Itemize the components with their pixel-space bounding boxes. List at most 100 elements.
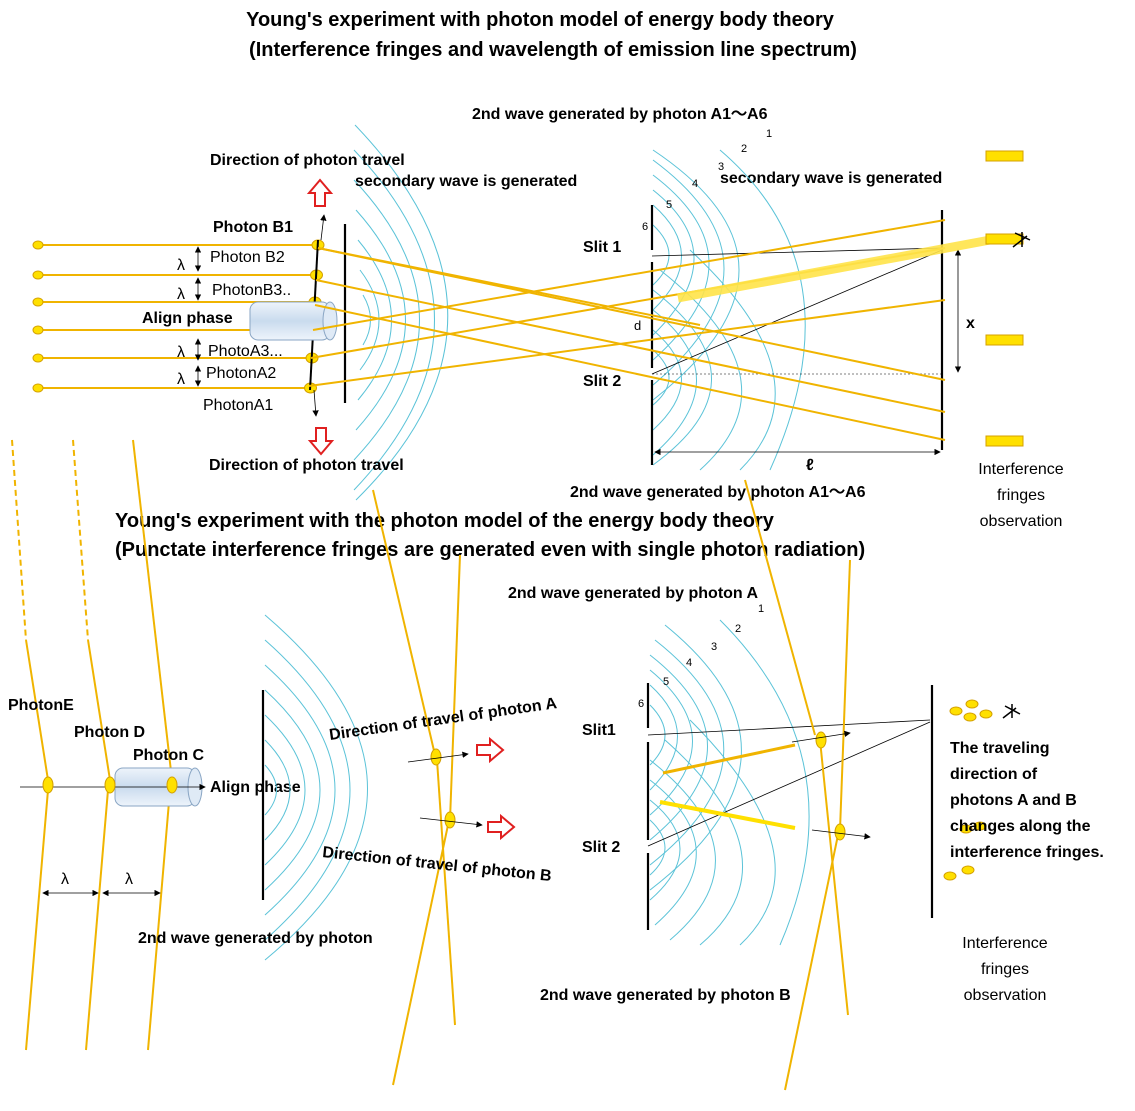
- top-observation-3: observation: [980, 513, 1063, 530]
- photon-b-arrow: [419, 817, 483, 828]
- traveling-line-1: The traveling: [950, 740, 1050, 757]
- photon-c-label: Photon C: [133, 747, 205, 764]
- top-left-wavefronts: [353, 124, 449, 501]
- lambda-label-4: λ: [177, 371, 185, 388]
- top-red-arrow-up: [306, 178, 334, 207]
- top-align-phase-tube: [249, 301, 338, 341]
- wave-number: 6: [642, 221, 648, 233]
- slit1-label: Slit 1: [583, 239, 621, 256]
- direction-up-label: Direction of photon travel: [210, 152, 405, 169]
- photon-source-dot: [32, 383, 44, 393]
- align-phase-top-label: Align phase: [142, 310, 233, 327]
- direction-down-label: Direction of photon travel: [209, 457, 404, 474]
- wave-number: 3: [711, 641, 717, 653]
- secondary-wave-left-label: secondary wave is generated: [355, 173, 577, 190]
- bottom-observation-3: observation: [964, 987, 1047, 1004]
- x-label: x: [966, 315, 975, 332]
- photon-ray: [308, 299, 946, 387]
- bottom-title-line1: Young's experiment with the photon model…: [115, 510, 775, 532]
- bottom-title-line2: (Punctate interference fringes are gener…: [115, 539, 865, 561]
- photon-b-arrow-right: [811, 829, 871, 840]
- bottom-right-photon-lines: [744, 479, 851, 1091]
- wave-number: 4: [686, 657, 692, 669]
- second-wave-top-label: 2nd wave generated by photon A1～A6: [472, 106, 768, 123]
- wave-number: 3: [718, 161, 724, 173]
- traveling-line-2: direction of: [950, 766, 1038, 783]
- second-wave-b-label: 2nd wave generated by photon B: [540, 987, 791, 1004]
- align-phase-bottom-label: Align phase: [210, 779, 301, 796]
- photon-a1-label: PhotonA1: [203, 397, 273, 414]
- photon-d-label: Photon D: [74, 724, 145, 741]
- wave-number: 2: [741, 143, 747, 155]
- top-wave-numbers: 1 2 3 4 5 6: [642, 128, 772, 233]
- photon-source-dot: [32, 270, 44, 280]
- photon-b3-label: PhotonB3..: [212, 282, 291, 299]
- photon-a-arrow-right: [791, 730, 851, 743]
- lambda-label-1: λ: [177, 257, 185, 274]
- lambda-label-2: λ: [177, 286, 185, 303]
- lambda-label-3: λ: [177, 344, 185, 361]
- photon-source-dot: [32, 240, 44, 250]
- top-observation-2: fringes: [997, 487, 1045, 504]
- bottom-geometry-lines: [647, 719, 931, 847]
- secondary-wave-right-label: secondary wave is generated: [720, 170, 942, 187]
- top-arrow-down: [312, 389, 319, 417]
- top-red-arrow-down: [307, 427, 335, 456]
- photon-b-dot-right: [834, 823, 846, 841]
- wave-number: 4: [692, 178, 698, 190]
- bottom-wave-numbers: 1 2 3 4 5 6: [638, 603, 764, 710]
- photon-source-dot: [32, 325, 44, 335]
- second-wave-bottom-label: 2nd wave generated by photon A1～A6: [570, 484, 866, 501]
- bottom-right-wavefronts: [649, 619, 810, 946]
- photon-ray: [317, 247, 701, 326]
- top-fringes: [985, 150, 1024, 447]
- top-eye-icon: [1012, 232, 1031, 248]
- bottom-lambda-1: λ: [61, 871, 69, 888]
- photon-ray: [315, 279, 946, 413]
- bottom-photon-dots: [42, 776, 178, 794]
- top-title-line1: Young's experiment with photon model of …: [246, 9, 835, 31]
- top-right-wavefronts: [652, 149, 806, 471]
- wave-number: 5: [663, 676, 669, 688]
- bottom-slit1-label: Slit1: [582, 722, 616, 739]
- bottom-observation-1: Interference: [962, 935, 1047, 952]
- photon-b-dot: [444, 811, 456, 829]
- wave-number: 1: [766, 128, 772, 140]
- photon-e-label: PhotonE: [8, 697, 74, 714]
- traveling-line-3: photons A and B: [950, 792, 1077, 809]
- photon-source-dot: [32, 297, 44, 307]
- wave-number: 5: [666, 199, 672, 211]
- bottom-fringe-dots: [943, 699, 993, 881]
- photon-ray: [312, 219, 946, 331]
- second-wave-a-label: 2nd wave generated by photon A: [508, 585, 759, 602]
- wave-number: 6: [638, 698, 644, 710]
- slit2-label: Slit 2: [583, 373, 621, 390]
- photo-a3-label: PhotoA3...: [208, 343, 283, 360]
- photon-b2-label: Photon B2: [210, 249, 285, 266]
- photon-a-arrow: [407, 751, 469, 763]
- ell-label: ℓ: [806, 457, 814, 474]
- d-label: d: [634, 318, 641, 333]
- photon-source-dot: [32, 353, 44, 363]
- bottom-lambda-2: λ: [125, 871, 133, 888]
- bottom-slit2-label: Slit 2: [582, 839, 620, 856]
- bottom-eye-icon: [1002, 704, 1021, 719]
- top-arrow-up: [320, 214, 327, 241]
- top-observation-1: Interference: [978, 461, 1063, 478]
- top-title-line2: (Interference fringes and wavelength of …: [249, 39, 857, 61]
- wave-number: 1: [758, 603, 764, 615]
- bottom-photon-lines: [11, 439, 173, 1051]
- traveling-line-4: changes along the: [950, 818, 1091, 835]
- bottom-red-arrow-a: [476, 736, 505, 764]
- traveling-line-5: interference fringes.: [950, 844, 1104, 861]
- photon-a2-label: PhotonA2: [206, 365, 276, 382]
- wave-number: 2: [735, 623, 741, 635]
- photon-ray: [314, 304, 946, 441]
- bottom-middle-wavefronts: [264, 614, 368, 961]
- bottom-middle-photon-lines: [372, 489, 461, 1086]
- top-bright-beam: [677, 235, 991, 303]
- second-wave-photon-label: 2nd wave generated by photon: [138, 930, 373, 947]
- dir-a-label: Direction of travel of photon A: [328, 695, 558, 744]
